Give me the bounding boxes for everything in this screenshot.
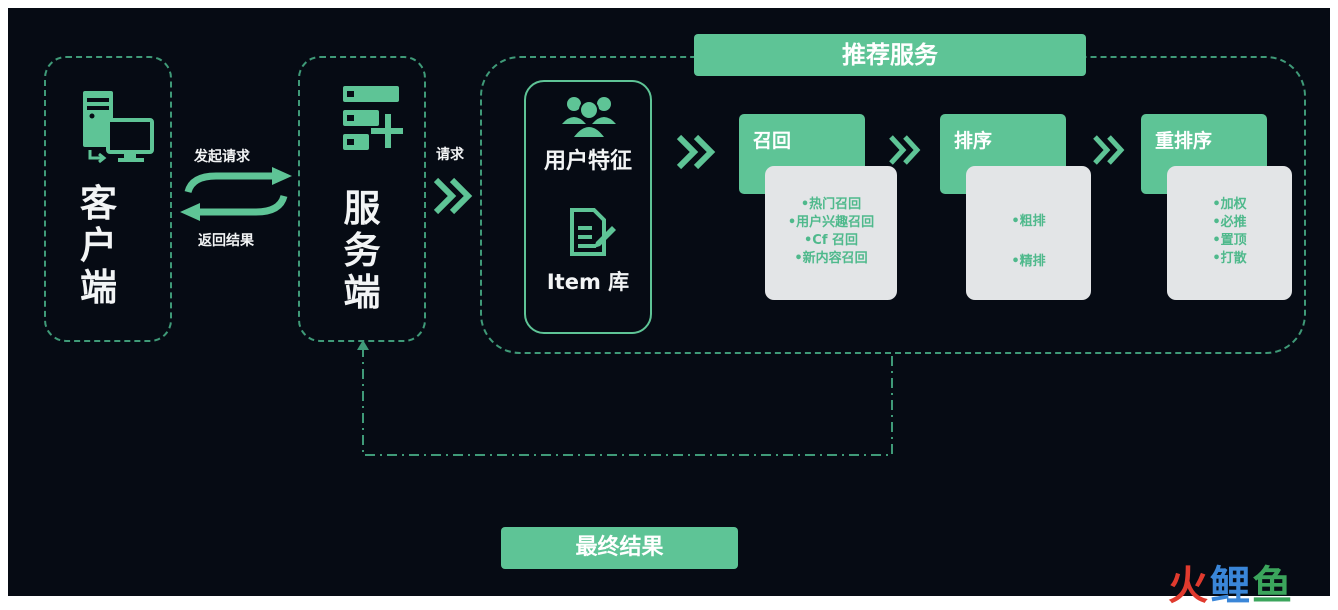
recommend-service-title: 推荐服务	[694, 34, 1086, 76]
recall-item: •新内容召回	[794, 251, 868, 266]
watermark-char-1: 火	[1168, 563, 1210, 609]
ranking-stage-card: •粗排 •精排	[966, 166, 1091, 300]
rerank-item: •加权	[1212, 197, 1247, 212]
recall-item: •热门召回	[800, 197, 862, 212]
ranking-item: •精排	[1011, 254, 1046, 269]
chevron-to-recall-icon	[676, 134, 716, 170]
chevron-to-ranking-icon	[889, 135, 921, 165]
document-edit-icon	[570, 208, 616, 256]
computer-icon	[83, 91, 154, 164]
request-chevrons-icon	[434, 177, 473, 215]
feature-box	[524, 80, 652, 334]
watermark-char-2: 鲤	[1210, 563, 1252, 609]
users-icon	[562, 97, 616, 138]
server-box	[298, 56, 426, 342]
user-feature-label: 用户特征	[543, 149, 632, 174]
rerank-stage-card: •加权 •必推 •置顶 •打散	[1167, 166, 1292, 300]
recall-stage-card: •热门召回 •用户兴趣召回 •Cf 召回 •新内容召回	[765, 166, 897, 300]
client-label: 客户端	[80, 182, 117, 309]
chevron-to-rerank-icon	[1093, 135, 1125, 165]
final-result-label: 最终结果	[501, 527, 738, 569]
request-label: 请求	[436, 147, 464, 163]
recall-item: •Cf 召回	[803, 233, 859, 248]
send-request-label: 发起请求	[194, 149, 250, 165]
rerank-item: •打散	[1212, 251, 1247, 266]
ranking-item: •粗排	[1011, 214, 1046, 229]
diagram-canvas: 客户端 发起请求 返回结果 服务端 请求 推荐服务 用户特征	[8, 8, 1330, 596]
exchange-arrows-icon	[180, 167, 292, 221]
item-library-label: Item 库	[546, 270, 630, 294]
watermark-char-3: 鱼	[1252, 563, 1294, 609]
server-label: 服务端	[343, 187, 381, 314]
server-icon	[343, 86, 403, 150]
rerank-item: •必推	[1212, 215, 1247, 230]
client-box	[44, 56, 172, 342]
rerank-item: •置顶	[1212, 233, 1247, 248]
return-path-line	[357, 340, 893, 456]
recall-item: •用户兴趣召回	[787, 215, 875, 230]
watermark-logo: 火鲤鱼	[1168, 562, 1294, 610]
return-result-label: 返回结果	[198, 233, 254, 249]
